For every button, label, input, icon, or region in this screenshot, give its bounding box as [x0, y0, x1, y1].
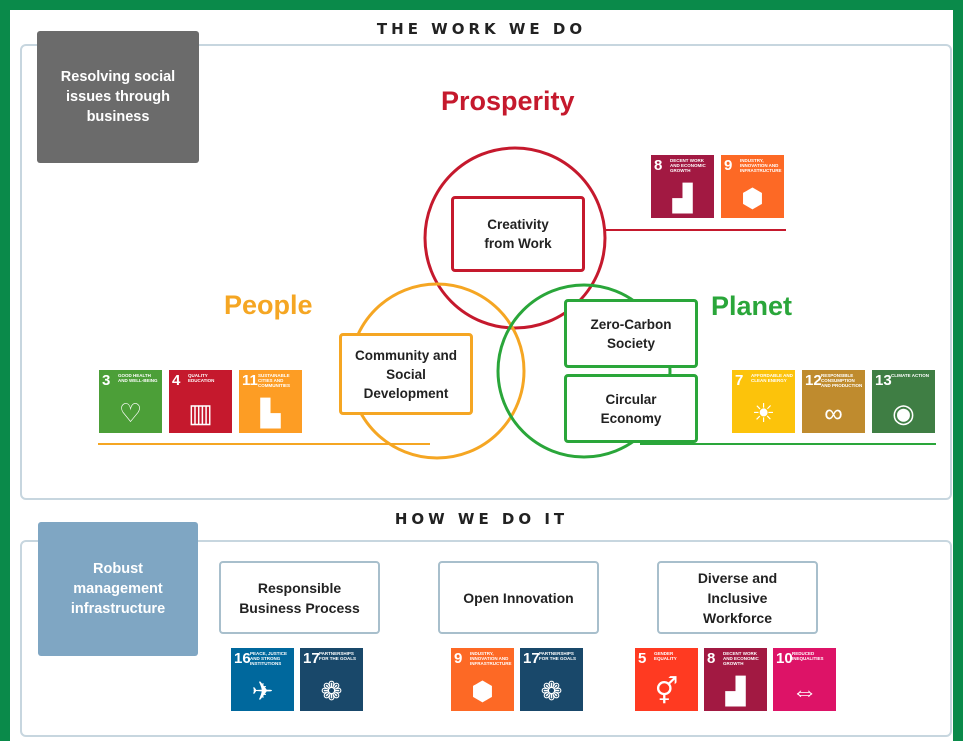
responsible-box: Responsible Business Process: [219, 561, 380, 634]
sdg-number: 5: [638, 650, 647, 667]
diverse-box: Diverse and Inclusive Workforce: [657, 561, 818, 634]
prosperity-circle: [423, 146, 607, 330]
cubes-icon: ⬢: [741, 183, 764, 213]
sdg-number: 13: [875, 372, 892, 389]
sdg-11-tile: 11 Sustainable cities and communities ▙: [239, 370, 302, 433]
tag-bottom: Robust management infrastructure: [38, 522, 198, 656]
sdg-label: Gender equality: [654, 651, 677, 661]
rings-icon: ❁: [320, 676, 343, 706]
responsible-label: Responsible Business Process: [239, 579, 360, 616]
sdg-17-tile: 17 Partnerships for the goals ❁: [520, 648, 583, 711]
sdg-number: 17: [303, 650, 320, 667]
sdg-9-tile: 9 Industry, innovation and infrastructur…: [721, 155, 784, 218]
sdg-7-tile: 7 Affordable and clean energy ☀: [732, 370, 795, 433]
sdg-number: 7: [735, 372, 744, 389]
bottom-section-title: HOW WE DO IT: [394, 510, 569, 528]
city-icon: ▙: [260, 398, 281, 428]
sdg-5-tile: 5 Gender equality ⚥: [635, 648, 698, 711]
sdg-number: 8: [707, 650, 716, 667]
sdg-label: Quality education: [188, 373, 215, 383]
infinity-icon: ∞: [824, 398, 843, 428]
sdg-number: 16: [234, 650, 251, 667]
sdg-label: Good health and well-being: [118, 373, 158, 383]
planet-heading: Planet: [711, 291, 793, 321]
sdg-label: Peace, justice and strong institutions: [250, 651, 288, 666]
sdg-8-tile: 8 Decent work and economic growth ▟: [651, 155, 714, 218]
sdg-10-tile: 10 Reduced inequalities ⇔: [773, 648, 836, 711]
sdg-13-tile: 13 Climate action ◉: [872, 370, 935, 433]
growth-chart-icon: ▟: [672, 183, 693, 213]
sdg-number: 11: [242, 372, 258, 389]
sdg-label: Responsible consumption and production: [821, 373, 863, 388]
tag-top: Resolving social issues through business: [37, 31, 199, 163]
sdg-label: Partnerships for the goals: [319, 651, 356, 661]
people-heading: People: [224, 290, 313, 320]
sdg-17-tile: 17 Partnerships for the goals ❁: [300, 648, 363, 711]
eye-globe-icon: ◉: [892, 398, 915, 428]
sdg-number: 4: [172, 372, 181, 389]
sdg-label: Partnerships for the goals: [539, 651, 576, 661]
community-label: Community and Social Development: [354, 347, 457, 401]
sdg-8-tile: 8 Decent work and economic growth ▟: [704, 648, 767, 711]
sdg-label: Affordable and clean energy: [751, 373, 793, 383]
equality-icon: ⇔: [791, 676, 818, 706]
sdg-label: Climate action: [891, 373, 929, 378]
sdg-number: 9: [724, 157, 733, 174]
sdg-9-tile: 9 Industry, innovation and infrastructur…: [451, 648, 514, 711]
sdg-label: Sustainable cities and communities: [258, 373, 290, 388]
open-innovation-box: Open Innovation: [438, 561, 599, 634]
dove-icon: ✈: [251, 676, 274, 706]
tag-top-label: Resolving social issues through business: [60, 69, 176, 125]
open-innovation-label: Open Innovation: [463, 589, 574, 606]
rings-icon: ❁: [540, 676, 563, 706]
heartbeat-icon: ♡: [118, 398, 143, 428]
sdg-4-tile: 4 Quality education ▥: [169, 370, 232, 433]
sdg-label: Industry, innovation and infrastructure: [470, 651, 512, 666]
circular-label: Circular Economy: [600, 391, 662, 426]
circular-box: Circular Economy: [564, 374, 698, 443]
planet-circle: [496, 283, 672, 459]
sdg-number: 8: [654, 157, 663, 174]
community-box: Community and Social Development: [339, 333, 473, 415]
zero-carbon-label: Zero-Carbon Society: [590, 316, 672, 351]
growth-chart-icon: ▟: [725, 676, 746, 706]
sdg-16-tile: 16 Peace, justice and strong institution…: [231, 648, 294, 711]
sdg-number: 3: [102, 372, 111, 389]
cubes-icon: ⬢: [471, 676, 494, 706]
creativity-box: Creativity from Work: [451, 196, 585, 272]
book-icon: ▥: [188, 398, 213, 428]
gender-icon: ⚥: [654, 676, 679, 706]
sdg-label: Decent work and economic growth: [670, 158, 706, 173]
prosperity-heading: Prosperity: [441, 86, 575, 116]
sdg-label: Reduced inequalities: [792, 651, 824, 661]
creativity-label: Creativity from Work: [484, 217, 552, 251]
top-section-title: THE WORK WE DO: [376, 20, 587, 38]
sdg-label: Industry, innovation and infrastructure: [740, 158, 782, 173]
sdg-number: 12: [805, 372, 822, 389]
zero-carbon-box: Zero-Carbon Society: [564, 299, 698, 368]
sdg-label: Decent work and economic growth: [723, 651, 759, 666]
sdg-3-tile: 3 Good health and well-being ♡: [99, 370, 162, 433]
sdg-12-tile: 12 Responsible consumption and productio…: [802, 370, 865, 433]
tag-bottom-label: Robust management infrastructure: [70, 561, 166, 617]
sdg-number: 17: [523, 650, 540, 667]
sdg-number: 10: [776, 650, 793, 667]
sdg-number: 9: [454, 650, 463, 667]
diverse-label: Diverse and Inclusive Workforce: [697, 569, 778, 626]
sun-icon: ☀: [751, 398, 776, 428]
